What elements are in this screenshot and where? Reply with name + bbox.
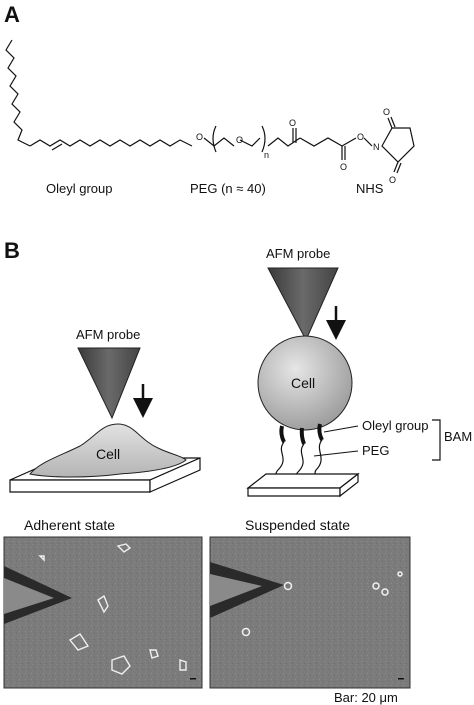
carbonyl-oxygen: O <box>340 162 347 172</box>
micrographs: Adherent state Suspended state <box>3 517 411 705</box>
suspended-state-title: Suspended state <box>245 517 350 533</box>
panel-a: A O O n O O O <box>4 2 415 196</box>
peg-unit <box>203 125 301 153</box>
peg-oxygen: O <box>236 135 243 145</box>
panel-b-letter: B <box>4 238 20 263</box>
linker-chain <box>292 128 357 160</box>
adherent-state-title: Adherent state <box>24 517 115 533</box>
oleyl-chain <box>5 39 193 151</box>
nhs-ring <box>363 116 415 174</box>
left-probe-label: AFM probe <box>76 327 140 342</box>
ether-oxygen: O <box>196 132 203 142</box>
left-afm-probe-icon <box>77 347 141 420</box>
suspended-cell-shape <box>257 335 353 431</box>
right-probe-label: AFM probe <box>266 246 330 261</box>
right-cell-label: Cell <box>291 375 315 391</box>
oleyl-group-label: Oleyl group <box>46 181 112 196</box>
right-afm-probe-icon <box>267 267 339 342</box>
right-substrate <box>246 473 360 489</box>
ester-oxygen: O <box>357 132 364 142</box>
scale-bar-label: Bar: 20 μm <box>334 690 398 705</box>
peg-label: PEG (n ≈ 40) <box>190 181 266 196</box>
peg-callout: PEG <box>362 443 389 458</box>
panel-a-letter: A <box>4 2 20 27</box>
panel-b: B AFM probe Cell AFM probe Cell <box>3 238 472 705</box>
ketone-oxygen: O <box>289 118 296 128</box>
adherent-cell-shape <box>29 423 187 478</box>
adherent-schematic: AFM probe Cell <box>9 327 201 493</box>
left-cell-label: Cell <box>96 446 120 462</box>
imide-oxygen-bottom: O <box>389 175 396 185</box>
nhs-label: NHS <box>356 181 384 196</box>
oleyl-group-callout: Oleyl group <box>362 418 428 433</box>
suspended-micrograph <box>209 536 411 689</box>
suspended-schematic: AFM probe Cell Oleyl group PEG <box>246 246 472 498</box>
adherent-micrograph <box>3 536 203 689</box>
imide-nitrogen: N <box>373 142 380 152</box>
bam-label: BAM <box>444 429 472 444</box>
peg-n-subscript: n <box>264 150 269 160</box>
imide-oxygen-top: O <box>383 107 390 117</box>
bam-bracket <box>432 419 441 461</box>
